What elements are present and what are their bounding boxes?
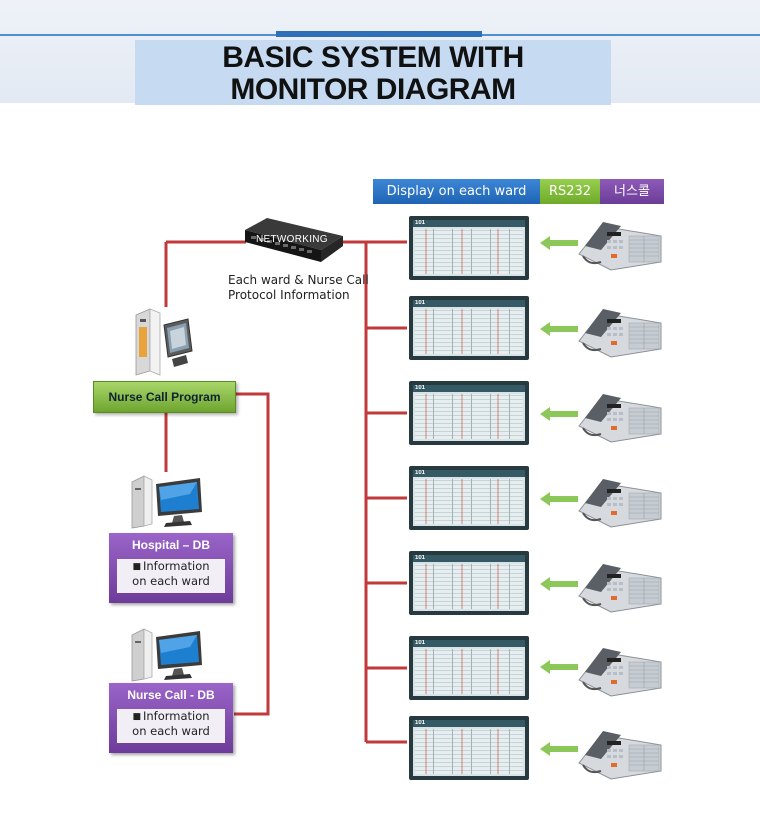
desktop-pc-icon (131, 628, 202, 682)
switch-note-line-2: Protocol Information (228, 288, 350, 302)
switch-label: NETWORKING (256, 234, 328, 245)
bullet-icon: ■ (132, 712, 141, 722)
bullet-icon: ■ (132, 562, 141, 572)
ward-number: 101 (415, 720, 426, 726)
title-line-2: MONITOR DIAGRAM (230, 73, 516, 106)
nurse-call-program-box: Nurse Call Program (93, 381, 236, 413)
ward-monitor-screen: 101 (413, 300, 525, 356)
nurse-call-phone-icon (578, 479, 662, 528)
db-info-line-1: Information (142, 709, 210, 723)
switch-note: Each ward & Nurse Call Protocol Informat… (228, 273, 369, 303)
nurse-call-db-box: Nurse Call - DB ■Information on each war… (109, 683, 233, 753)
nurse-call-phone-icon (578, 309, 662, 358)
ward-monitor-screen: 101 (413, 385, 525, 441)
ward-monitor-screen: 101 (413, 220, 525, 276)
desktop-pc-icon (131, 475, 202, 529)
title-box: BASIC SYSTEM WITH MONITOR DIAGRAM (135, 40, 611, 106)
ward-number: 101 (415, 220, 426, 226)
ward-monitor-icon: 101 (409, 716, 529, 780)
db-title: Nurse Call - DB (127, 688, 215, 702)
header-accent (276, 31, 482, 37)
wire-program-to-nursecall-db (234, 392, 270, 716)
ward-monitor-icon: 101 (409, 216, 529, 280)
nurse-call-phone-icon (578, 731, 662, 780)
db-info-line-1: Information (142, 559, 210, 573)
server-icon (135, 308, 193, 376)
nurse-call-phone-icon (578, 222, 662, 271)
ward-number: 101 (415, 640, 426, 646)
left-arrow-icon (540, 742, 578, 756)
left-arrow-icon (540, 322, 578, 336)
legend-display-tag: Display on each ward (373, 179, 540, 204)
ward-number: 101 (415, 470, 426, 476)
nurse-call-phone-icon (578, 648, 662, 697)
ward-monitor-icon: 101 (409, 551, 529, 615)
db-info-line-2: on each ward (132, 574, 210, 588)
legend-protocol-tag: 너스콜 (600, 179, 664, 204)
left-arrow-icon (540, 236, 578, 250)
ward-monitor-screen: 101 (413, 720, 525, 776)
ward-number: 101 (415, 555, 426, 561)
nurse-call-phone-icon (578, 564, 662, 613)
left-arrow-icon (540, 660, 578, 674)
db-info: ■Information on each ward (117, 559, 225, 593)
left-arrow-icon (540, 577, 578, 591)
ward-monitor-screen: 101 (413, 470, 525, 526)
ward-number: 101 (415, 385, 426, 391)
legend-rs232-tag: RS232 (540, 179, 600, 204)
ward-monitor-icon: 101 (409, 636, 529, 700)
ward-number: 101 (415, 300, 426, 306)
network-switch-icon (245, 218, 343, 262)
ward-monitor-icon: 101 (409, 381, 529, 445)
left-arrow-icon (540, 407, 578, 421)
db-info-line-2: on each ward (132, 724, 210, 738)
ward-monitor-icon: 101 (409, 296, 529, 360)
ward-monitor-screen: 101 (413, 640, 525, 696)
db-info: ■Information on each ward (117, 709, 225, 743)
title-line-1: BASIC SYSTEM WITH (222, 41, 524, 74)
nurse-call-phone-icon (578, 394, 662, 443)
ward-monitor-screen: 101 (413, 555, 525, 611)
switch-note-line-1: Each ward & Nurse Call (228, 273, 369, 287)
hospital-db-box: Hospital – DB ■Information on each ward (109, 533, 233, 603)
ward-monitor-icon: 101 (409, 466, 529, 530)
db-title: Hospital – DB (131, 538, 210, 552)
left-arrow-icon (540, 492, 578, 506)
